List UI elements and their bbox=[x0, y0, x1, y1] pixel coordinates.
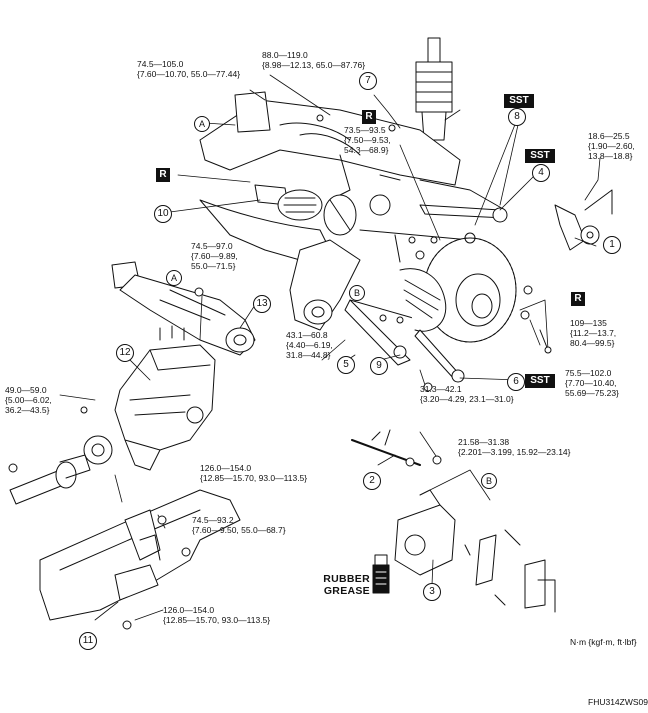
callout-2: 2 bbox=[363, 472, 381, 490]
ref-b-caliper: B bbox=[481, 473, 497, 489]
torque-spec-t3: 73.5—93.5 {7.50—9.53, 54.3—68.9} bbox=[344, 125, 391, 155]
callout-5: 5 bbox=[337, 356, 355, 374]
callout-8: 8 bbox=[508, 108, 526, 126]
callout-11: 11 bbox=[79, 632, 97, 650]
replace-tag-top: R bbox=[362, 110, 376, 124]
torque-spec-t11: 21.58—31.38 {2.201—3.199, 15.92—23.14} bbox=[458, 437, 571, 457]
callout-6: 6 bbox=[507, 373, 525, 391]
drive-shaft-drawing bbox=[254, 184, 391, 236]
propeller-shaft-drawing bbox=[9, 454, 91, 505]
torque-spec-t9: 49.0—59.0 {5.00—6.02, 36.2—43.5} bbox=[5, 385, 52, 415]
torque-spec-t12: 126.0—154.0 {12.85—15.70, 93.0—113.5} bbox=[200, 463, 308, 483]
caliper-drawing bbox=[394, 489, 556, 613]
ref-b-knuckle: B bbox=[349, 285, 365, 301]
callout-12: 12 bbox=[116, 344, 134, 362]
differential-drawing bbox=[83, 325, 216, 471]
torque-spec-t5: 74.5—97.0 {7.60—9.89, 55.0—71.5} bbox=[191, 241, 238, 271]
callout-4: 4 bbox=[532, 164, 550, 182]
ref-a-top: A bbox=[194, 116, 210, 132]
figure-code: FHU314ZWS09 bbox=[588, 697, 648, 707]
callout-9: 9 bbox=[370, 357, 388, 375]
callout-3: 3 bbox=[423, 583, 441, 601]
replace-tag-shaft: R bbox=[156, 168, 170, 182]
replace-tag-hub: R bbox=[571, 292, 585, 306]
ref-a-member: A bbox=[166, 270, 182, 286]
callout-7: 7 bbox=[359, 72, 377, 90]
torque-spec-t10: 31.3—42.1 {3.20—4.29, 23.1—31.0} bbox=[420, 384, 514, 404]
rear-frame-drawing bbox=[39, 489, 241, 621]
bolt-marks bbox=[8, 114, 552, 630]
torque-spec-t8: 75.5—102.0 {7.70—10.40, 55.69—75.23} bbox=[565, 368, 619, 398]
callout-10: 10 bbox=[154, 205, 172, 223]
lateral-link-drawing bbox=[379, 174, 508, 263]
torque-spec-t4: 18.6—25.5 {1.90—2.60, 13.8—18.8} bbox=[588, 131, 635, 161]
parking-cable-drawing bbox=[351, 429, 421, 467]
knuckle-hub-drawing bbox=[289, 229, 517, 343]
rubber-grease-label: RUBBER GREASE bbox=[323, 573, 370, 597]
grease-can-drawing bbox=[372, 554, 390, 594]
sst-tag-6: SST bbox=[525, 374, 555, 388]
torque-spec-t7: 43.1—60.8 {4.40—6.19, 31.8—44.8} bbox=[286, 330, 333, 360]
sst-tag-4: SST bbox=[525, 149, 555, 163]
crossmember-drawing bbox=[199, 91, 506, 261]
sst-tag-8: SST bbox=[504, 94, 534, 108]
trailing-link-drawing bbox=[344, 299, 549, 383]
torque-spec-t13: 74.5—93.2 {7.60—9.50, 55.0—68.7} bbox=[192, 515, 286, 535]
units-note: N·m {kgf·m, ft·lbf} bbox=[570, 637, 637, 647]
diff-member-drawing bbox=[111, 261, 256, 356]
callout-1: 1 bbox=[603, 236, 621, 254]
callout-13: 13 bbox=[253, 295, 271, 313]
torque-spec-t2: 74.5—105.0 {7.60—10.70, 55.0—77.44} bbox=[137, 59, 241, 79]
torque-spec-t6: 109—135 {11.2—13.7, 80.4—99.5} bbox=[570, 318, 617, 348]
torque-spec-t1: 88.0—119.0 {8.98—12.13, 65.0—87.76} bbox=[262, 50, 366, 70]
torque-spec-t14: 126.0—154.0 {12.85—15.70, 93.0—113.5} bbox=[163, 605, 271, 625]
